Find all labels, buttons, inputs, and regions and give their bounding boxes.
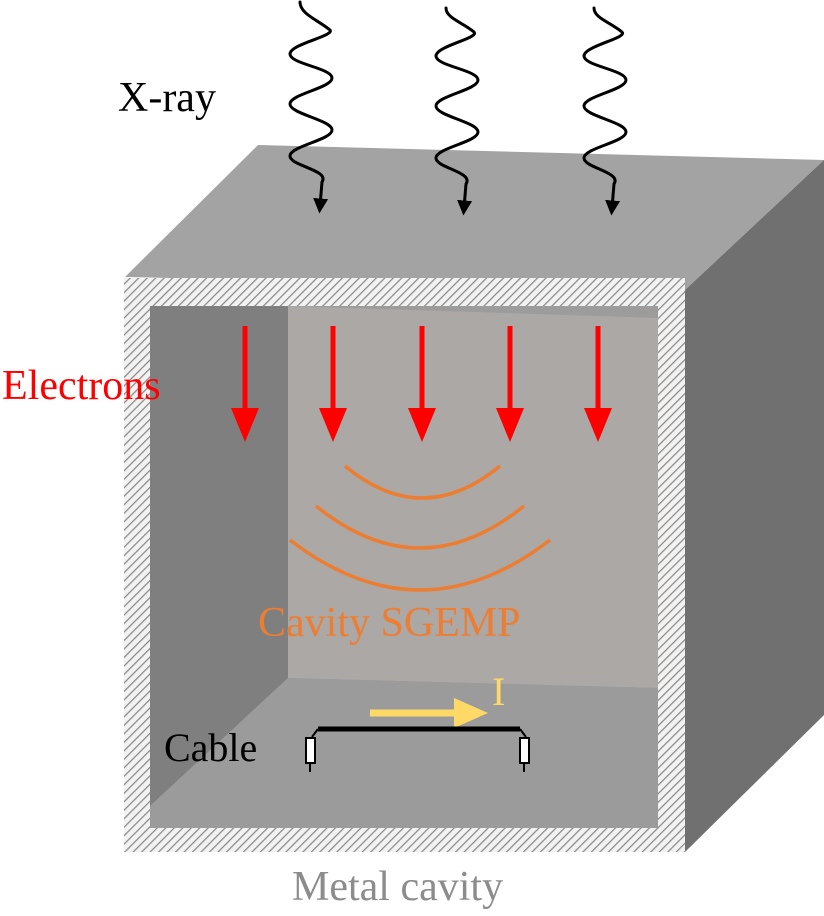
metal-cavity-label: Metal cavity — [292, 864, 504, 910]
sgemp-wave-3 — [288, 538, 552, 592]
electrons-label: Electrons — [2, 363, 161, 409]
cavity-back-wall — [288, 306, 658, 688]
cable-terminal-left — [305, 737, 316, 764]
electron-arrow-2 — [319, 326, 347, 442]
current-arrow — [370, 698, 488, 728]
xray-label: X-ray — [118, 75, 216, 121]
sgemp-wave-2 — [314, 504, 526, 550]
xray-wave-3 — [582, 6, 628, 216]
current-label: I — [492, 669, 506, 714]
xray-arrows — [288, 0, 628, 216]
cable-terminal-right — [519, 737, 530, 764]
cavity-left-wall — [150, 306, 288, 806]
electron-arrows — [231, 326, 612, 442]
cable-label: Cable — [164, 725, 258, 770]
cable — [305, 726, 530, 772]
cavity-right-face — [685, 160, 824, 852]
xray-wave-1 — [288, 0, 334, 214]
sgemp-wave-1 — [343, 464, 502, 500]
electron-arrow-4 — [496, 326, 524, 442]
electron-arrow-3 — [408, 326, 436, 442]
sgemp-label: Cavity SGEMP — [258, 600, 521, 646]
electron-arrow-5 — [584, 326, 612, 442]
xray-wave-2 — [434, 6, 480, 216]
cavity-floor — [150, 678, 658, 828]
sgemp-waves — [288, 464, 552, 592]
electron-arrow-1 — [231, 326, 259, 442]
cavity-top-face — [125, 145, 824, 290]
